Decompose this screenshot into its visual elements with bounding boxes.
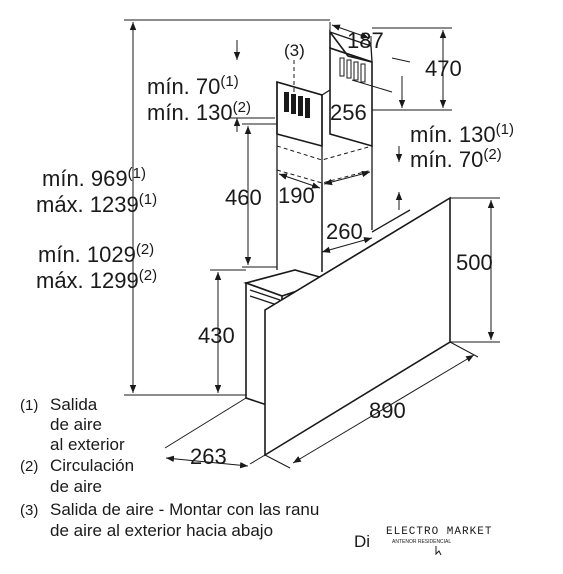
legend-3-num: (3) [20, 502, 38, 519]
dim-190: 190 [278, 183, 315, 208]
air-slots-front [284, 92, 310, 118]
dim-500: 500 [456, 250, 493, 275]
dimension-values: 187 470 256 460 190 260 500 430 890 263 … [190, 28, 493, 469]
label-min969: mín. 969(1) [42, 165, 146, 191]
air-slots-side [339, 57, 366, 83]
dimension-lines [124, 19, 500, 469]
watermark-logo: ELECTRO MARKET ANTENOR RESIDENCIAL [384, 522, 514, 556]
label-min70-right: mín. 70(2) [410, 146, 502, 172]
dim-256: 256 [330, 100, 367, 125]
label-max1299: máx. 1299(2) [36, 267, 157, 293]
dim-430: 430 [198, 323, 235, 348]
dim-460: 460 [225, 185, 262, 210]
label-min1029: mín. 1029(2) [38, 241, 154, 267]
watermark-tagline: ANTENOR RESIDENCIAL [392, 539, 451, 545]
legend-3-line-1: Salida de aire - Montar con las ranu [50, 500, 319, 519]
legend-1-line-1: Salida [50, 395, 98, 414]
dim-260: 260 [326, 219, 363, 244]
cursor-icon [435, 546, 442, 556]
legend-2-num: (2) [20, 458, 38, 475]
footer-text: Di [354, 532, 370, 551]
dim-187: 187 [347, 28, 384, 53]
dim-890: 890 [369, 398, 406, 423]
upper-chimney [276, 29, 373, 272]
label-min130-top: mín. 130(2) [147, 99, 251, 125]
dim-263: 263 [190, 444, 227, 469]
watermark-brand: ELECTRO MARKET [386, 526, 492, 538]
legend-3-line-2: de aire al exterior hacia abajo [50, 521, 273, 540]
legend-1-line-2: de aire [50, 415, 102, 434]
legend: (1) Salida de aire al exterior (2) Circu… [20, 395, 319, 540]
label-min130-right: mín. 130(1) [410, 121, 514, 147]
clearance-labels: mín. 70(1) mín. 130(2) mín. 130(1) mín. … [36, 73, 514, 293]
dim-470: 470 [425, 56, 462, 81]
callout-3: (3) [284, 41, 305, 60]
label-min70-top: mín. 70(1) [147, 73, 239, 99]
legend-1-num: (1) [20, 397, 38, 414]
label-max1239: máx. 1239(1) [36, 191, 157, 217]
legend-2-line-2: de aire [50, 477, 102, 496]
legend-2-line-1: Circulación [50, 456, 134, 475]
legend-1-line-3: al exterior [50, 435, 125, 454]
